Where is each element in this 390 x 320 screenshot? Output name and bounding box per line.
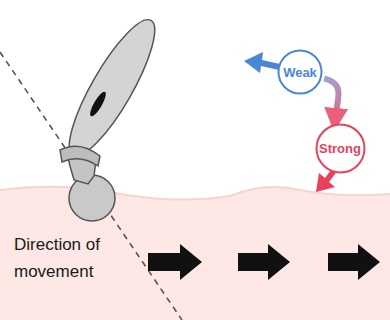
weak-circle: Weak <box>277 49 323 95</box>
handle-slot <box>88 90 109 118</box>
curved-arrow <box>324 78 338 119</box>
skin-edge <box>0 187 390 200</box>
roller-collar <box>60 146 100 166</box>
weak-direction-arrow <box>244 52 280 73</box>
node-label: Weak <box>283 65 317 80</box>
strong-circle: Strong <box>315 123 366 174</box>
node-label: Strong <box>319 141 361 156</box>
roller-ball <box>69 175 115 221</box>
roller-handle <box>56 10 169 165</box>
movement-arrow <box>238 244 290 280</box>
movement-label: Direction of movement <box>14 231 142 285</box>
skin-surface <box>0 187 390 320</box>
movement-arrow <box>148 244 202 280</box>
movement-arrow <box>328 244 380 280</box>
